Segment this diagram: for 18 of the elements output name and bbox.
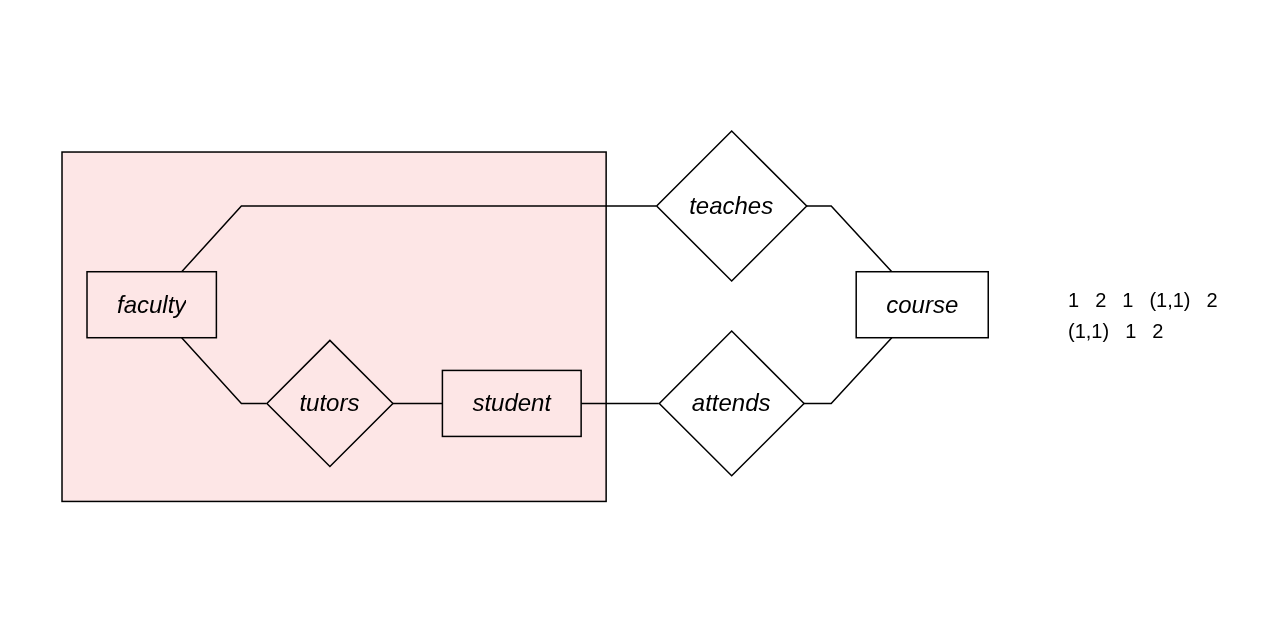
cardinality-label: 2 [1206, 289, 1218, 312]
node-diamond: tutors [265, 339, 394, 468]
node-box: course [855, 270, 989, 339]
cardinality-label: 2 [1152, 320, 1164, 343]
node-diamond: teaches [655, 129, 808, 282]
cardinality-label: (1,1) [1068, 320, 1110, 343]
cardinality-label: 1 [1122, 289, 1134, 312]
connector [180, 336, 267, 404]
cardinality-label: 1 [1125, 320, 1137, 343]
connector [805, 205, 893, 273]
node-box: student [441, 369, 582, 437]
cardinality-label: 2 [1095, 289, 1107, 312]
cardinality-label: (1,1) [1149, 289, 1191, 312]
cardinality-label: 1 [1068, 289, 1080, 312]
connector [180, 205, 657, 273]
node-diamond: attends [658, 329, 805, 477]
cluster [61, 151, 607, 502]
connector [802, 336, 893, 404]
